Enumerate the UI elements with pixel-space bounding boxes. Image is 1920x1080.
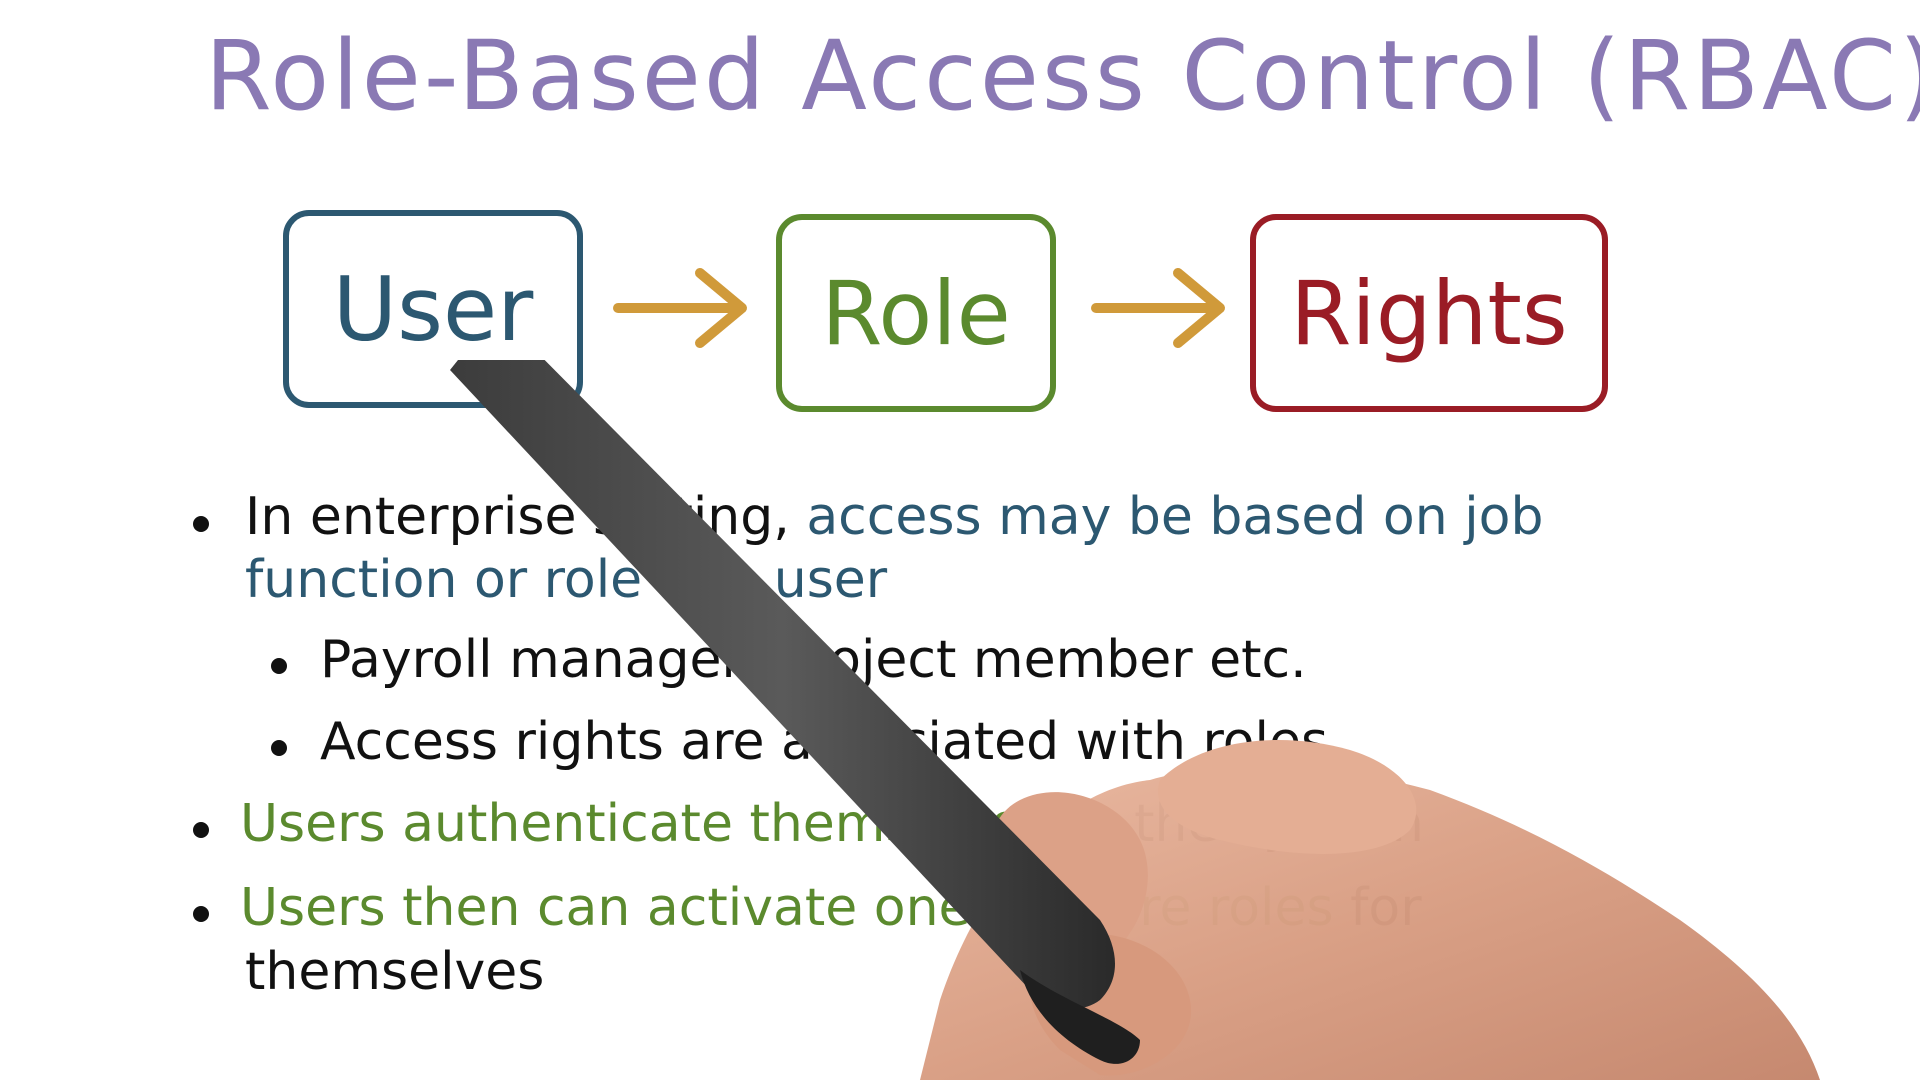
bullet-2-text: to the system <box>1048 794 1424 854</box>
bullet-dot <box>193 822 209 838</box>
bullet-1-text: In enterprise setting, <box>245 487 807 547</box>
bullet-3-text: for <box>1333 878 1422 938</box>
bullet-1-line-2: function or role of a user <box>245 550 888 610</box>
user-box-label: User <box>332 257 534 361</box>
arrow-right-icon <box>1091 268 1225 348</box>
bullet-3-line-1: Users then can activate one or more role… <box>240 876 1422 940</box>
bullet-1-line-1: In enterprise setting, access may be bas… <box>245 485 1543 549</box>
rights-box: Rights <box>1250 214 1608 412</box>
bullet-3-line-2: themselves <box>245 942 545 1002</box>
bullet-dot <box>193 516 209 532</box>
bullet-2-highlight: Users authenticate themselves <box>240 794 1049 854</box>
slide-title: Role-Based Access Control (RBAC) <box>205 20 1920 132</box>
arrow-right-icon <box>613 268 747 348</box>
sub-bullet-1: Payroll manager, project member etc. <box>320 630 1307 690</box>
role-box: Role <box>776 214 1056 412</box>
bullet-1-highlight: access may be based on job <box>806 487 1544 547</box>
sub-bullet-2: Access rights are associated with roles <box>320 712 1329 772</box>
sub-bullet-dot <box>271 658 287 674</box>
sub-bullet-dot <box>271 740 287 756</box>
role-box-label: Role <box>821 261 1011 365</box>
bullet-2: Users authenticate themselves to the sys… <box>240 792 1424 856</box>
bullet-dot <box>193 906 209 922</box>
user-box: User <box>283 210 583 408</box>
rights-box-label: Rights <box>1290 261 1568 365</box>
bullet-3-highlight: Users then can activate one or more role… <box>240 878 1334 938</box>
